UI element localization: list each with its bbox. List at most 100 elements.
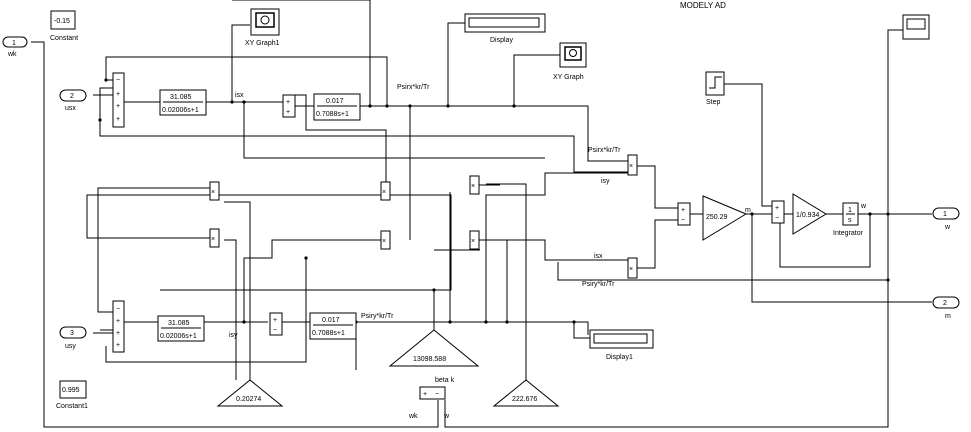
product-sign: × [629,266,633,273]
signal-psiry-label-right: Psiry*kr/Tr [582,281,615,288]
gain-value: 222.676 [512,396,537,403]
constant-value: -0.15 [54,18,70,25]
constant-label: Constant [50,35,78,42]
integrator-label: Integrator [833,230,864,237]
inport-usx[interactable]: 2 usx [59,89,87,112]
product-sign: × [471,238,475,245]
gain-b[interactable]: 222.676 [492,379,560,407]
gain-j[interactable]: 1/0.934 [792,193,827,235]
integrator-block[interactable]: 1 s Integrator [833,202,864,237]
sum-usy[interactable]: − + + + [112,300,125,353]
gain-value: 0.20274 [236,396,261,403]
sum-rx[interactable]: + + [282,94,296,118]
integrator-den: s [848,217,852,224]
outport-m-number: 2 [943,300,947,307]
wk-label: wk [408,413,418,420]
sum-sign: + [116,103,120,110]
sum-sign: + [775,205,779,212]
scope-block[interactable] [902,14,930,40]
inport-usy[interactable]: 3 usy [59,326,87,350]
outport-w[interactable]: 1 w [932,207,960,231]
signal-psiry-label: Psiry*kr/Tr [361,313,394,320]
product-blocks: × × × × × × × × [209,154,638,279]
sum-sign: − [435,391,439,398]
product-3[interactable]: × [380,181,391,201]
tf-rotor-x[interactable]: 0.017 0.7088s+1 [313,93,361,121]
sum-torque[interactable]: + − [677,202,691,226]
constant-block[interactable]: -0.15 Constant [50,10,78,42]
sum-sign: + [423,391,427,398]
sum-sign: + [273,317,277,324]
sum-sign: − [681,217,685,224]
sum-load[interactable]: + − [771,200,785,224]
display1-block[interactable]: Display1 [589,329,654,361]
gain-value: 1/0.934 [796,212,819,219]
tf-rotor-y[interactable]: 0.017 0.7088s+1 [309,312,357,340]
constant1-label: Constant1 [56,403,88,410]
inport-usy-label: usy [65,343,76,350]
signal-isx-label: isx [235,92,244,99]
sum-beta-k[interactable]: + − beta k wk w [408,377,455,420]
gain-a[interactable]: 0.20274 [216,379,284,407]
sum-sign: + [116,91,120,98]
product-7[interactable]: × [627,154,638,176]
tf-num: 31.085 [168,320,190,327]
product-8[interactable]: × [627,257,638,279]
tf-den: 0.7088s+1 [312,330,345,337]
signal-psirx-label-right: Psirx*kr/Tr [588,147,621,154]
product-6[interactable]: × [469,230,480,250]
junction-dots [98,78,890,324]
step-label: Step [706,99,721,106]
sum-sign: − [273,327,277,334]
inport-usx-number: 2 [70,93,74,100]
product-1[interactable]: × [209,181,220,201]
tf-stator-x[interactable]: 31.085 0.02006s+1 [159,89,207,116]
product-sign: × [471,183,475,190]
xy-graph1-label: XY Graph1 [245,40,280,47]
signal-isx-label-right: isx [594,253,603,260]
display-block[interactable]: Display [464,13,546,44]
signal-m-label: m [745,207,751,214]
tf-stator-y[interactable]: 31.085 0.02006s+1 [157,315,205,342]
product-2[interactable]: × [209,228,220,248]
gain-value: 250.29 [706,214,728,221]
tf-den: 0.02006s+1 [162,107,199,114]
signal-isy-label: isy [229,332,238,339]
sum-sign: + [116,342,120,349]
signal-isy-label-right: isy [601,178,610,185]
inport-wk-number: 1 [12,40,16,47]
sum-sign: + [681,207,685,214]
product-sign: × [629,163,633,170]
sum-sign: − [775,215,779,222]
display-label: Display [490,37,513,44]
product-4[interactable]: × [380,230,391,250]
tf-den: 0.7088s+1 [316,111,349,118]
product-5[interactable]: × [469,175,480,195]
sum-usx[interactable]: − + + + [112,72,125,128]
sum-ry[interactable]: + − [269,312,283,336]
diagram-title: MODELY AD [680,1,726,10]
w-label: w [443,413,450,420]
beta-k-label: beta k [435,377,455,384]
gain-beta[interactable]: 13098.588 [388,329,480,367]
step-block[interactable]: Step [705,71,725,106]
product-sign: × [382,238,386,245]
sum-sign: + [286,99,290,106]
sum-sign: − [116,306,120,313]
inport-wk-label: wk [7,51,17,58]
integrator-num: 1 [848,207,852,214]
outport-m[interactable]: 2 m [932,296,960,320]
xy-graph-block[interactable]: XY Graph [553,42,587,81]
product-sign: × [211,236,215,243]
sum-sign: + [286,109,290,116]
display1-label: Display1 [606,354,633,361]
constant1-block[interactable]: 0.995 Constant1 [56,380,88,410]
gain-m[interactable]: 250.29 [702,195,748,241]
xy-graph1-block[interactable]: XY Graph1 [245,8,280,47]
inport-usy-number: 3 [70,330,74,337]
inport-wk[interactable]: 1 wk [2,36,28,58]
sum-sign: + [116,330,120,337]
signal-wires [31,0,932,428]
xy-graph-label: XY Graph [553,74,584,81]
